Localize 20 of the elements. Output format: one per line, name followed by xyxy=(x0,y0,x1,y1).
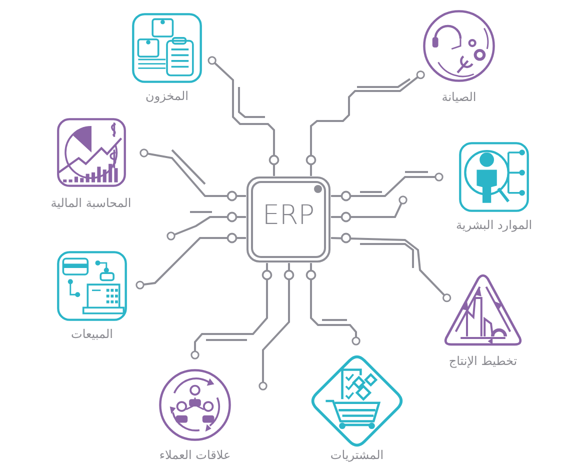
circuit-trace xyxy=(331,172,444,197)
circuit-trace xyxy=(310,263,360,346)
module-label: تخطيط الإنتاج xyxy=(448,354,518,368)
circuit-trace xyxy=(330,237,452,302)
circuit-trace xyxy=(331,196,408,218)
module-label: المبيعات xyxy=(71,327,113,341)
circuit-trace xyxy=(166,216,246,240)
circuit-trace xyxy=(140,148,246,197)
circuit-trace xyxy=(136,237,246,290)
module-label: المحاسبة المالية xyxy=(50,196,132,210)
module-label: الموارد البشرية xyxy=(456,218,532,232)
module-label: المخزون xyxy=(146,89,188,103)
chip-label: ERP xyxy=(261,200,316,231)
circuit-trace xyxy=(208,56,275,176)
circuit-trace xyxy=(190,263,268,360)
module-label: الصيانة xyxy=(442,90,476,104)
circuit-trace xyxy=(258,263,290,390)
module-label: المشتريات xyxy=(330,448,384,462)
module-label: علاقات العملاء xyxy=(159,448,231,462)
circuit-trace xyxy=(310,70,425,176)
